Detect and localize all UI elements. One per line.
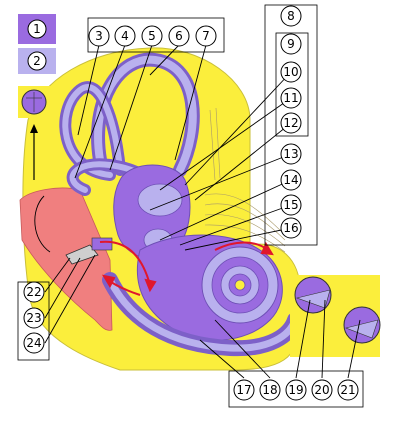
label-number: 3 (95, 29, 103, 43)
label-number: 24 (26, 336, 41, 350)
label-circle (280, 61, 302, 83)
nerve-fibers (204, 107, 286, 253)
ear-canal-outline (34, 195, 51, 253)
label-6: 6 (168, 25, 190, 47)
label-number: 5 (148, 29, 156, 43)
legend-number-2: 2 (33, 54, 41, 68)
label-19: 19 (285, 379, 307, 401)
label-8: 8 (280, 5, 302, 27)
label-number: 4 (121, 29, 129, 43)
label-number: 13 (283, 147, 298, 161)
middle-ear-region (19, 187, 113, 331)
label-number: 11 (283, 91, 298, 105)
label-circle (23, 307, 45, 329)
label-number: 9 (287, 37, 295, 51)
legend-number-1: 1 (33, 22, 41, 36)
label-18: 18 (259, 379, 281, 401)
label-circle (280, 194, 302, 216)
label-number: 17 (236, 383, 251, 397)
label-circle (280, 143, 302, 165)
label-number: 22 (26, 285, 41, 299)
label-15: 15 (280, 194, 302, 216)
leader-lines (44, 44, 361, 379)
label-24: 24 (23, 332, 45, 354)
cochlea-cross-section (290, 275, 381, 357)
label-number: 16 (283, 221, 298, 235)
label-23: 23 (23, 307, 45, 329)
label-number: 18 (262, 383, 277, 397)
label-10: 10 (280, 61, 302, 83)
label-20: 20 (311, 379, 333, 401)
legend: 1 2 (18, 14, 56, 74)
label-11: 11 (280, 87, 302, 109)
label-circle (141, 25, 163, 47)
label-circle (23, 281, 45, 303)
label-circle (337, 379, 359, 401)
label-3: 3 (88, 25, 110, 47)
label-9: 9 (280, 33, 302, 55)
label-circle (259, 379, 281, 401)
label-circle (168, 25, 190, 47)
label-circle (280, 169, 302, 191)
label-circle (195, 25, 217, 47)
label-number: 15 (283, 198, 298, 212)
label-number: 20 (314, 383, 329, 397)
label-22: 22 (23, 281, 45, 303)
label-brackets (17, 4, 364, 408)
label-circle (88, 25, 110, 47)
label-16: 16 (280, 217, 302, 239)
label-circle (23, 332, 45, 354)
label-number: 21 (340, 383, 355, 397)
label-circle (114, 25, 136, 47)
label-number: 12 (283, 116, 298, 130)
label-4: 4 (114, 25, 136, 47)
label-12: 12 (280, 112, 302, 134)
label-circle (285, 379, 307, 401)
label-13: 13 (280, 143, 302, 165)
label-number: 6 (175, 29, 183, 43)
label-circle (233, 379, 255, 401)
label-number: 8 (287, 9, 295, 23)
label-number: 14 (283, 173, 298, 187)
label-number: 10 (283, 65, 298, 79)
label-14: 14 (280, 169, 302, 191)
sound-flow-arrows (99, 240, 274, 296)
label-circle (311, 379, 333, 401)
label-number: 19 (288, 383, 303, 397)
label-7: 7 (195, 25, 217, 47)
inner-ear-anatomy (19, 47, 318, 371)
label-circle (280, 33, 302, 55)
label-circle (280, 87, 302, 109)
label-circle (280, 5, 302, 27)
label-number: 23 (26, 311, 41, 325)
legend-badge-2 (27, 51, 47, 71)
label-circle (280, 217, 302, 239)
legend-badge-1 (27, 19, 47, 39)
label-number: 7 (202, 29, 210, 43)
label-21: 21 (337, 379, 359, 401)
label-5: 5 (141, 25, 163, 47)
label-17: 17 (233, 379, 255, 401)
utricle-inset (18, 86, 50, 118)
label-circle (280, 112, 302, 134)
